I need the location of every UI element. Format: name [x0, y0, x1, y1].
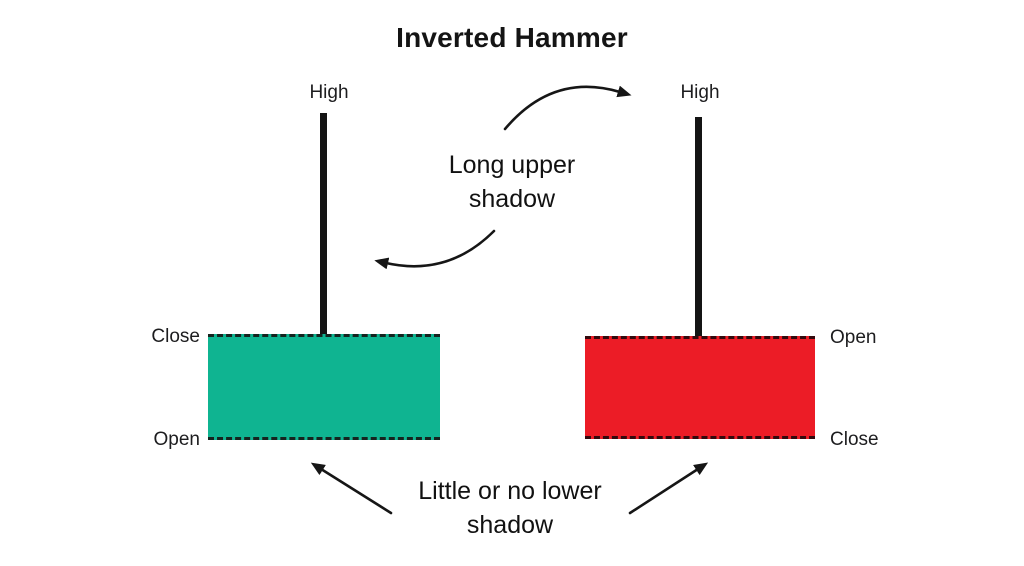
lower-shadow-annotation: Little or no lower shadow — [418, 477, 602, 539]
candle-wick — [695, 117, 702, 338]
close-label: Close — [830, 429, 879, 450]
open-label: Open — [153, 429, 200, 450]
curved-arrow-to-left-wick — [374, 229, 496, 270]
candle-body — [585, 336, 815, 439]
upper-shadow-annotation: Long upper shadow — [448, 151, 576, 213]
high-label: High — [309, 82, 349, 103]
candle-wick — [320, 113, 327, 336]
candle-body — [208, 334, 440, 440]
high-label: High — [680, 82, 720, 103]
close-label: Close — [151, 326, 200, 347]
page-title: Inverted Hammer — [396, 22, 628, 53]
open-label: Open — [830, 327, 877, 348]
curved-arrow-to-right-high — [503, 85, 632, 131]
